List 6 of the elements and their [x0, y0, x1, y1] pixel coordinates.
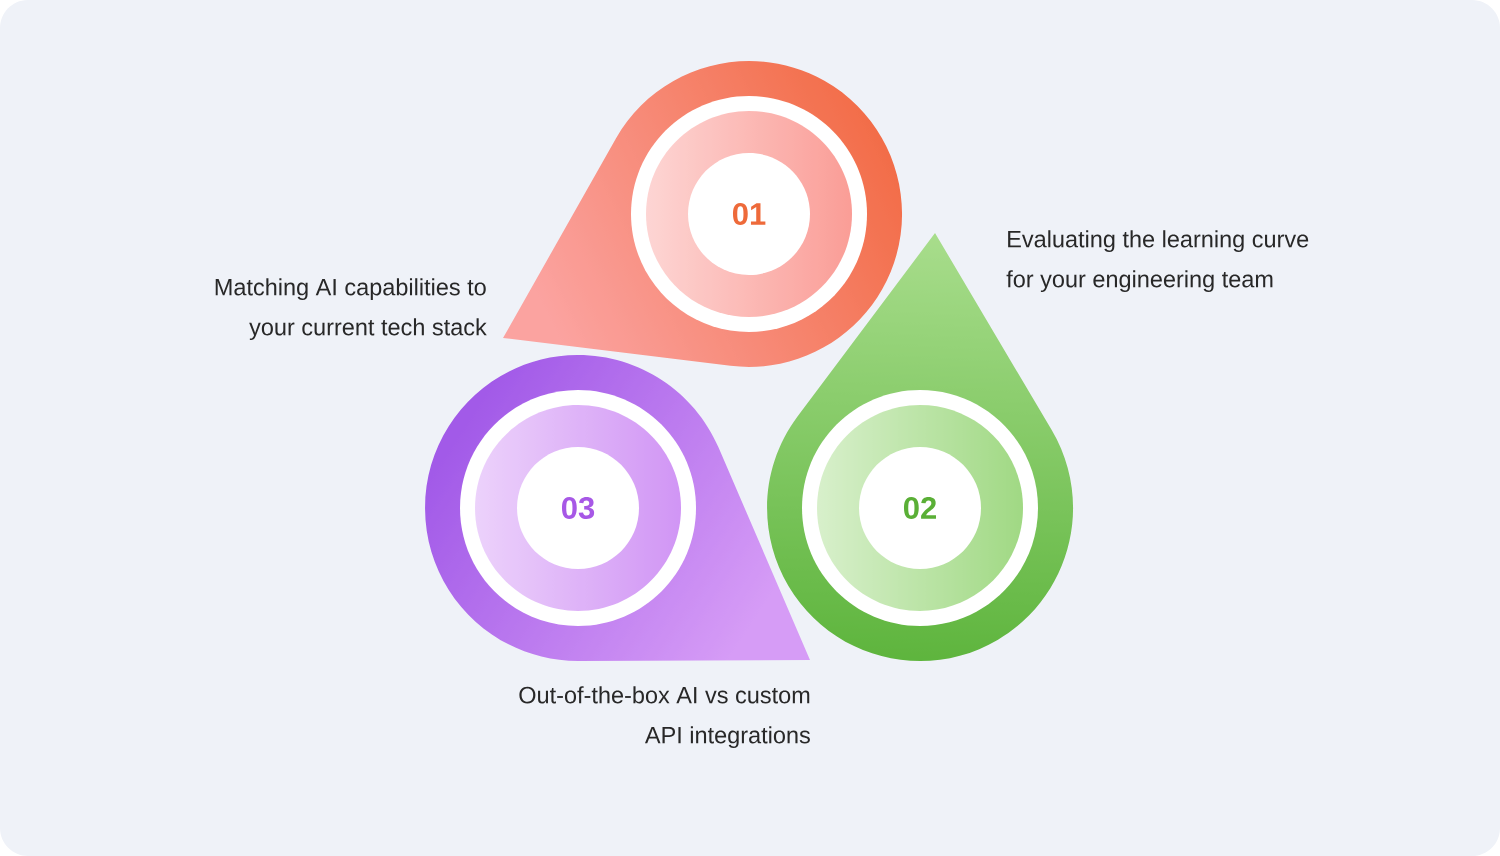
droplet-badge: 01 — [631, 96, 867, 332]
droplet-badge: 02 — [802, 390, 1038, 626]
step-description: Matching AI capabilities to your current tech stack — [215, 278, 487, 341]
step-description: Evaluating the learning curve for your engineering team — [1006, 230, 1309, 293]
step-description: Out-of-the-box AI vs custom API integrations — [519, 686, 810, 749]
droplet-badge: 03 — [460, 390, 696, 626]
